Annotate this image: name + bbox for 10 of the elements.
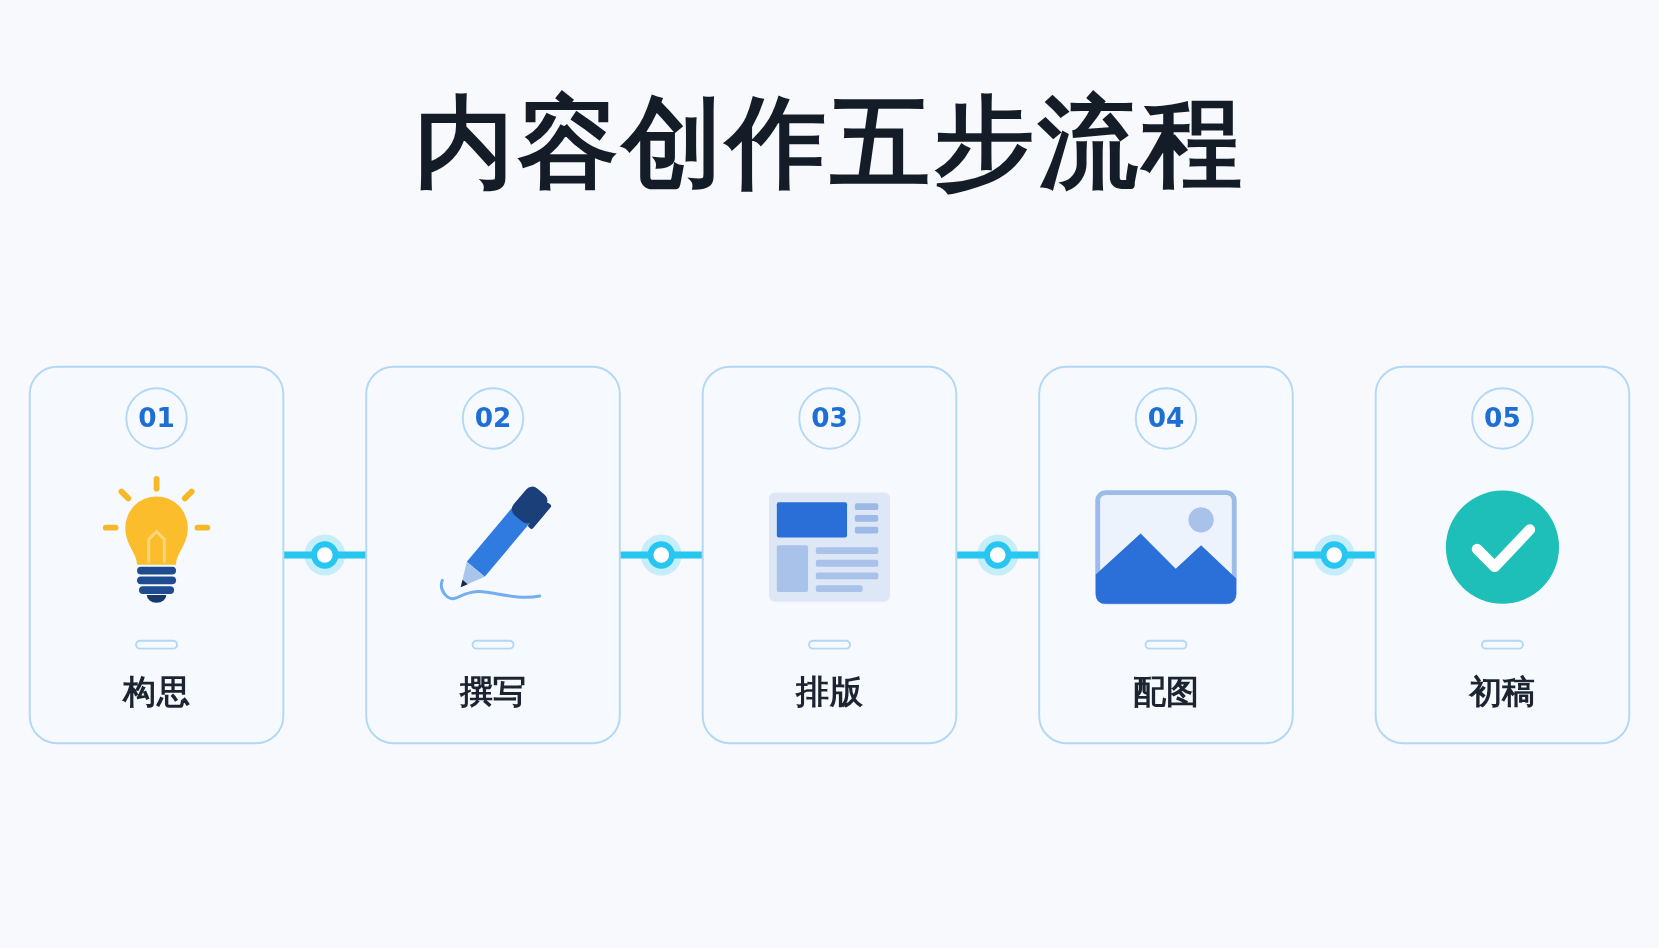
- connector: [619, 551, 703, 559]
- node-box: 01 构思: [28, 365, 285, 745]
- node-box: 03 排版: [701, 365, 958, 745]
- node-box: 04 配图: [1038, 365, 1294, 745]
- node-box: 02 撰写: [365, 365, 621, 745]
- title: 内容创作五步流程: [413, 88, 1246, 198]
- connector: [1292, 551, 1376, 559]
- node-box: 05 初稿: [1374, 365, 1631, 745]
- connector: [956, 551, 1040, 559]
- connector: [283, 551, 367, 559]
